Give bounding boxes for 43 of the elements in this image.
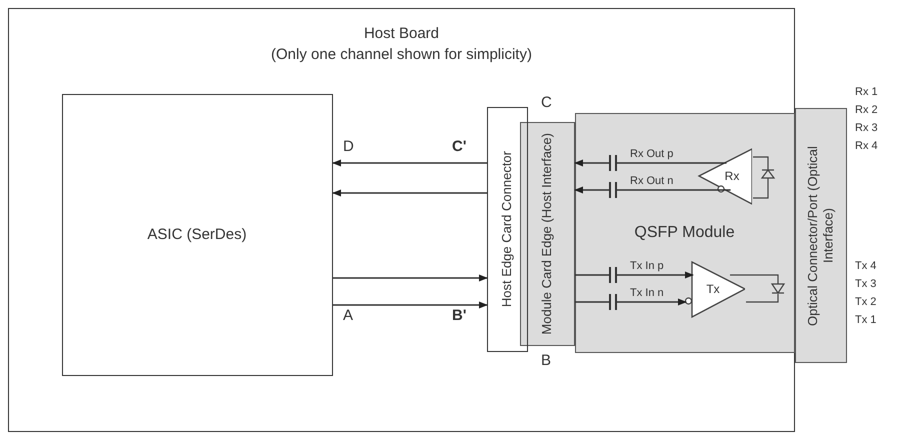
point-label: D — [343, 138, 354, 155]
connector-box — [520, 122, 574, 346]
arrow — [574, 186, 731, 194]
board-outline — [8, 8, 795, 432]
channel-label: Rx 4 — [855, 140, 878, 152]
point-label: C' — [452, 138, 466, 155]
channel-label: Tx 4 — [855, 260, 876, 272]
channel-label: Tx 3 — [855, 278, 876, 290]
arrow — [575, 271, 694, 279]
amplifier-symbol — [685, 261, 745, 318]
board-title: Host Board — [364, 25, 440, 43]
channel-label: Rx 1 — [855, 86, 878, 98]
amplifier-label: Tx — [706, 282, 720, 297]
edge-label: Tx In p — [630, 260, 664, 272]
point-label: B — [541, 352, 552, 369]
edge-label: Tx In n — [630, 287, 664, 299]
point-label: A — [343, 307, 354, 324]
box-label: Host Edge Card Connector — [499, 150, 515, 308]
chip-box — [62, 94, 332, 376]
point-label: C — [541, 94, 552, 111]
connector-box — [795, 108, 847, 363]
arrow — [333, 274, 488, 282]
arrow — [332, 189, 487, 197]
arrow — [575, 298, 687, 306]
channel-label: Rx 2 — [855, 104, 878, 116]
box-label: Module Card Edge (Host Interface) — [539, 132, 555, 334]
amplifier-label: Rx — [724, 169, 740, 184]
arrow — [333, 301, 488, 309]
point-label: B' — [452, 307, 466, 324]
box-label: ASIC (SerDes) — [147, 226, 247, 244]
channel-label: Tx 2 — [855, 296, 876, 308]
box-label: QSFP Module — [634, 222, 735, 242]
channel-label: Tx 1 — [855, 314, 876, 326]
box-label: Optical Connector/Port (Optical Interface) — [805, 144, 837, 328]
edge-label: Rx Out p — [630, 148, 674, 160]
connector-box — [486, 106, 528, 352]
edge-label: Rx Out n — [630, 175, 674, 187]
arrow — [574, 159, 726, 167]
arrow — [332, 159, 487, 167]
module-box — [574, 112, 794, 352]
channel-label: Rx 3 — [855, 122, 878, 134]
amplifier-symbol — [696, 148, 752, 205]
board-subtitle: (Only one channel shown for simplicity) — [271, 46, 532, 64]
